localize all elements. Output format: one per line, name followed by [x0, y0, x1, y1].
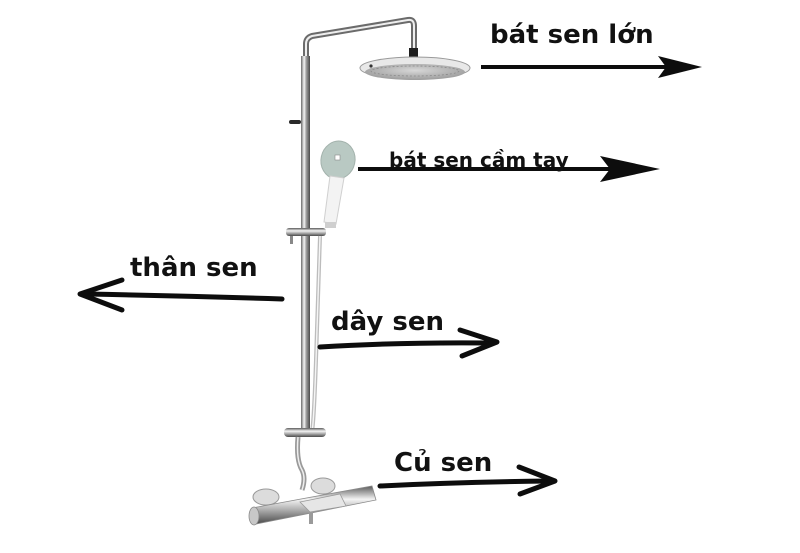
label-mixer-valve: Củ sen [394, 448, 493, 478]
shower-hose-icon [310, 235, 322, 433]
overhead-shower-icon [303, 16, 471, 80]
slide-bracket-icon [286, 228, 326, 244]
mixer-valve-icon [248, 477, 377, 526]
label-hand-shower: bát sen cầm tay [389, 148, 569, 172]
arrow-overhead-shower [481, 56, 702, 78]
arrow-shower-hose [317, 327, 500, 359]
lower-bracket-icon [284, 428, 326, 491]
arrow-mixer-valve [377, 464, 558, 497]
arrow-shower-column [77, 277, 285, 313]
label-shower-hose: dây sen [331, 307, 444, 337]
arrow-hand-shower [358, 156, 660, 182]
label-shower-column: thân sen [130, 253, 258, 283]
hand-shower-icon [320, 140, 356, 228]
shower-column-icon [289, 56, 310, 436]
label-overhead-shower: bát sen lớn [490, 20, 654, 50]
